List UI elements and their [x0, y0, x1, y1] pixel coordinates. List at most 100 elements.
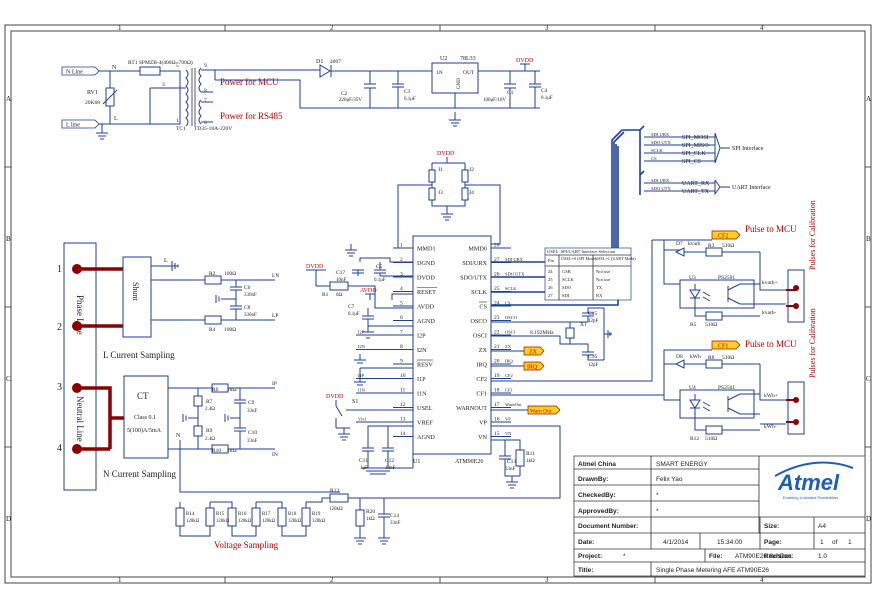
tb-project: *: [623, 553, 626, 560]
r10-ref: R10: [212, 448, 221, 454]
rt1-label: RT1 SPMZB-4(400Ω~700Ω): [128, 59, 193, 66]
c15-ref: C15: [588, 311, 597, 317]
ic-net-right: SDI URX: [505, 257, 524, 262]
usel-table-cell: Not use: [596, 277, 610, 282]
tb-revision: 1.0: [818, 553, 827, 560]
r11-value: 1kΩ: [526, 459, 535, 464]
tb-project-label: Project:: [578, 553, 602, 560]
j1-label: J1: [438, 167, 443, 173]
ic-net-left: I2N: [358, 344, 366, 349]
tb-page: 1: [820, 539, 824, 546]
r4-value: 100Ω: [224, 327, 236, 333]
spi-signal-name: SPI_CLK: [682, 151, 706, 157]
uart-signal-name: UART_TX: [682, 189, 710, 195]
s1-label: S1: [352, 399, 358, 405]
terminal-4-label: 4: [57, 443, 62, 454]
pulse-to-mcu-2: Pulse to MCU: [745, 339, 797, 349]
usel-table-cell: 25: [548, 277, 553, 282]
ic-net-left: I1P: [358, 373, 365, 378]
rv1-value: 20K68: [85, 100, 100, 106]
col-label-top-2: 2: [330, 24, 334, 32]
ic-net-right: ZX: [505, 344, 512, 349]
tb-approved-by-label: ApprovedBy:: [578, 508, 619, 515]
spi-signal-name: SPI_MISO: [682, 143, 709, 149]
col-label-bottom-4: 4: [760, 576, 764, 584]
n-line-port: N Line: [66, 70, 83, 76]
kwh-minus-label: kWh-: [764, 424, 777, 430]
ic-pin-num-left: 14: [400, 431, 406, 437]
c5-ref: C5: [376, 264, 383, 270]
ic-pin-name-left: RESV: [417, 362, 433, 369]
ic-pin-name-left: AVDD: [417, 304, 435, 311]
c4-value: 0.1μF: [541, 96, 553, 101]
ic-pin-num-right: 24: [494, 301, 500, 307]
d1-ref: D1: [316, 59, 323, 65]
ic-pin-num-left: 11: [400, 388, 406, 394]
dvdd-left-port: DVDD: [306, 264, 324, 270]
usel-table-cell: Not use: [596, 269, 610, 274]
r16-ref: R16: [238, 512, 247, 517]
u3-part: PS2501: [718, 275, 735, 281]
shunt-l-label: L: [164, 258, 168, 264]
ic-net-right: SCLK: [505, 286, 517, 291]
ic-pin-name-left: VREF: [417, 420, 433, 427]
r13-ref: R13: [330, 488, 339, 494]
tc1-pin-8: 8: [204, 88, 207, 94]
ic-pin-num-left: 8: [400, 344, 403, 350]
ic-pin-num-left: 2: [400, 257, 403, 263]
ic-pin-num-left: 3: [400, 272, 403, 278]
d8-label: kWh: [690, 354, 701, 360]
d8-ref: D8: [676, 354, 683, 360]
ic-pin-name-right: CF1: [476, 391, 487, 398]
ic-pin-num-right: 23: [494, 315, 500, 321]
ic-pin-name-right: SCLK: [471, 289, 487, 296]
row-label-left-a: A: [6, 95, 11, 103]
ic-pin-name-right: VP: [479, 420, 487, 427]
tb-of: of: [832, 539, 838, 546]
r6-ref: R6: [212, 387, 219, 393]
tc1-pin-9: 9: [204, 63, 207, 69]
tb-drawn-by: Felix Yao: [656, 476, 683, 483]
r14-value: 120kΩ: [186, 519, 200, 524]
c4-ref: C4: [541, 88, 548, 94]
c1-ref: C1: [507, 90, 514, 96]
row-label-right-c: C: [866, 375, 871, 383]
usel-table-title: USEL: SPI/UART Interface Selection: [547, 249, 616, 254]
pulse-to-mcu-1: Pulse to MCU: [745, 224, 797, 234]
r19-value: 120kΩ: [312, 519, 326, 524]
ic-pin-name-right: SDO/UTX: [460, 275, 487, 282]
pulse-section: CF2 Pulse to MCU D7 kvarh R3 510Ω U3 PS2…: [652, 200, 817, 442]
c12-value: 10nF: [385, 466, 396, 471]
terminal-1-label: 1: [57, 264, 62, 275]
ic-pin-name-left: MMD1: [417, 246, 436, 253]
tb-project-name: SMART ENERGY: [656, 461, 708, 468]
voltage-sampling-section: R14 120kΩ R15 120kΩ R16 120kΩ R17 120kΩ …: [175, 425, 561, 550]
tb-file: ATM90E26.SchDoc: [735, 553, 792, 560]
tb-date-label: Date:: [578, 539, 594, 546]
power-for-mcu-label: Power for MCU: [220, 77, 279, 87]
c16-ref: C16: [588, 354, 597, 360]
u2-gnd-pin: GND: [457, 78, 462, 89]
c7-ref: C7: [348, 304, 355, 310]
ic-pin-name-left: I1P: [417, 376, 426, 383]
ct-label: CT: [137, 391, 149, 401]
cf2-port: CF2: [718, 234, 728, 240]
u2-part: 78L33: [460, 56, 476, 62]
c3-value: 0.1μF: [404, 97, 416, 102]
r7-ref: R7: [206, 399, 213, 405]
zx-port: ZX: [529, 350, 538, 356]
r15-value: 120kΩ: [216, 519, 230, 524]
ic-support: DVDD J1 J2 J3 J4 C17 10nF C5 0.1μF DVDD …: [306, 129, 665, 489]
col-label-top-1: 1: [118, 24, 122, 32]
ic-pin-num-left: 7: [400, 330, 403, 336]
ic-pin-name-right: IRQ: [476, 362, 487, 369]
d7-label: kvarh: [688, 241, 701, 247]
irq-port: IRQ: [527, 365, 538, 371]
tb-company: Atmel China: [578, 461, 616, 468]
c2-ref: C2: [341, 91, 348, 97]
ic-pin-name-right: OSCI: [473, 333, 487, 340]
n-net-label: N: [112, 65, 117, 71]
col-label-top-4: 4: [760, 24, 764, 32]
